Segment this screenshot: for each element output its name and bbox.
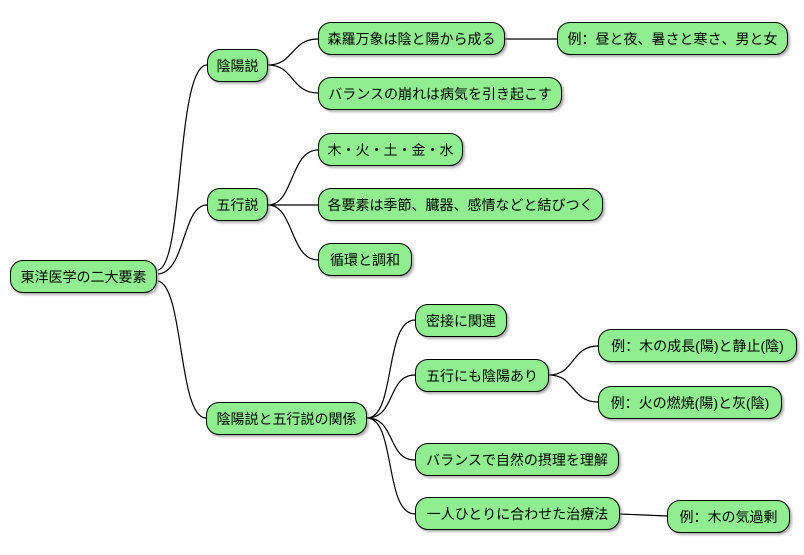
node-balance-nature[interactable]: バランスで自然の摂理を理解	[415, 443, 619, 476]
edge-kankei-gogyoinyo	[366, 374, 416, 419]
node-example-fire-ash[interactable]: 例：火の燃焼(陽)と灰(陰)	[598, 386, 782, 419]
node-cycle-harmony[interactable]: 循環と調和	[318, 243, 412, 276]
edge-gogyoinyo-fire	[548, 374, 599, 403]
node-personalized-treatment[interactable]: 一人ひとりに合わせた治療法	[415, 497, 620, 530]
edge-root-inyo	[157, 64, 208, 271]
node-elements-associations[interactable]: 各要素は季節、臓器、感情などと結びつく	[318, 188, 603, 221]
edge-kankei-treatment	[366, 417, 416, 515]
node-close-relation[interactable]: 密接に関連	[415, 304, 507, 337]
node-five-elements[interactable]: 木・火・土・金・水	[318, 133, 463, 166]
node-shinra-bansho[interactable]: 森羅万象は陰と陽から成る	[318, 22, 505, 55]
node-example-wood-excess[interactable]: 例：木の気過剰	[667, 500, 790, 533]
edge-gogyo-elements	[267, 149, 319, 206]
node-inyo-setsu[interactable]: 陰陽説	[207, 49, 268, 82]
edge-root-kankei	[157, 280, 207, 419]
node-example-wood-growth[interactable]: 例：木の成長(陽)と静止(陰)	[598, 329, 797, 362]
node-example-day-night[interactable]: 例：昼と夜、暑さと寒さ、男と女	[557, 22, 788, 55]
node-relationship[interactable]: 陰陽説と五行説の関係	[206, 402, 367, 435]
edge-gogyo-cycle	[267, 204, 319, 261]
edge-kankei-missetsu	[366, 319, 416, 419]
node-root[interactable]: 東洋医学の二大要素	[10, 260, 157, 293]
edge-inyo-shinra	[267, 38, 319, 66]
edge-root-gogyo	[157, 204, 208, 275]
node-gogyo-setsu[interactable]: 五行説	[207, 188, 268, 221]
edge-kankei-balancenature	[366, 417, 416, 461]
node-balance-illness[interactable]: バランスの崩れは病気を引き起こす	[318, 77, 562, 110]
edge-gogyoinyo-growth	[548, 345, 599, 376]
node-gogyo-inyo[interactable]: 五行にも陰陽あり	[415, 359, 549, 392]
edge-treatment-excess	[619, 513, 668, 517]
edge-inyo-balance	[267, 64, 319, 94]
